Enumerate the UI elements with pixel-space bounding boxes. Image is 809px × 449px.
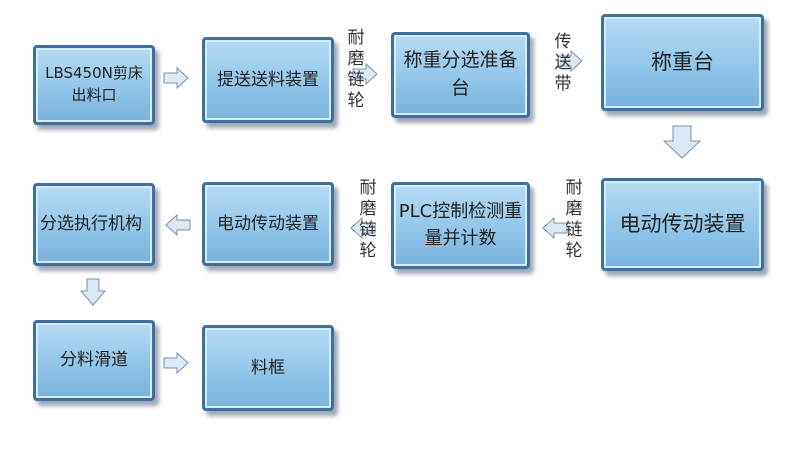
arrow-down-icon [663, 125, 701, 159]
node-label: 分选执行机构 [40, 214, 142, 235]
node-label: 称重分选准备台 [403, 49, 518, 99]
node-label: PLC控制检测重量并计数 [398, 201, 523, 249]
label-chain-wheel-2: 耐磨链轮 [359, 178, 377, 261]
arrow-right-icon [352, 63, 378, 85]
arrow-left-icon [350, 217, 376, 239]
node-plc: PLC控制检测重量并计数 [391, 182, 530, 269]
node-sorter: 分选执行机构 [33, 183, 155, 266]
label-chain-wheel-3: 耐磨链轮 [565, 178, 583, 261]
label-conveyor-belt: 传送带 [554, 32, 572, 94]
node-scale: 称重台 [601, 14, 764, 111]
node-label: 提送送料装置 [217, 69, 319, 90]
node-feeder: 提送送料装置 [202, 37, 334, 123]
arrow-down-icon [80, 278, 106, 306]
arrow-left-icon [165, 214, 191, 236]
node-drive-mid: 电动传动装置 [202, 182, 334, 266]
node-label: 料框 [251, 357, 285, 378]
node-label: 分料滑道 [60, 350, 128, 371]
node-label: LBS450N剪床出料口 [45, 64, 143, 104]
node-label: 称重台 [651, 50, 714, 75]
node-bin: 料框 [202, 325, 334, 411]
arrow-left-icon [542, 217, 568, 239]
node-drive-right: 电动传动装置 [601, 178, 764, 271]
arrow-right-icon [163, 67, 189, 89]
node-chute: 分料滑道 [33, 320, 155, 401]
node-shear-outlet: LBS450N剪床出料口 [33, 45, 155, 125]
node-label: 电动传动装置 [619, 212, 746, 237]
label-chain-wheel-1: 耐磨链轮 [347, 28, 365, 111]
node-label: 电动传动装置 [217, 213, 319, 234]
arrow-right-icon [557, 50, 583, 72]
arrow-right-icon [163, 352, 189, 374]
node-prep-table: 称重分选准备台 [391, 32, 530, 118]
